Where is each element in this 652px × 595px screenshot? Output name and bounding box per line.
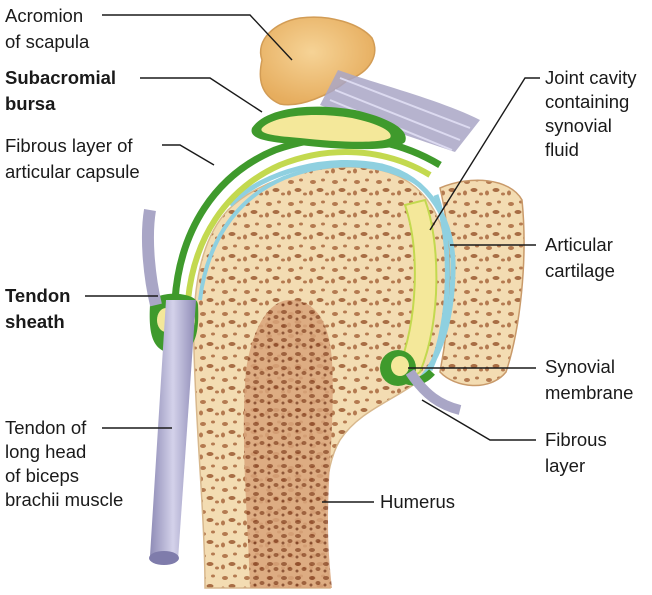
label-synovial-membrane: Synovial membrane [545, 356, 633, 403]
label-tendon-biceps: Tendon of long head of biceps brachii mu… [5, 417, 123, 510]
label-fibrous-layer: Fibrous layer [545, 429, 612, 476]
leader-fibrous-capsule [162, 145, 214, 165]
leader-subacromial-bursa [140, 78, 262, 112]
label-acromion: Acromion of scapula [5, 5, 90, 52]
label-tendon-sheath: Tendon sheath [5, 285, 76, 332]
label-fibrous-capsule: Fibrous layer of articular capsule [5, 135, 140, 182]
label-subacromial-bursa: Subacromial bursa [5, 67, 121, 114]
label-joint-cavity: Joint cavity containing synovial fluid [545, 67, 642, 160]
label-humerus: Humerus [380, 491, 455, 512]
label-articular-cartilage: Articular cartilage [545, 234, 618, 281]
